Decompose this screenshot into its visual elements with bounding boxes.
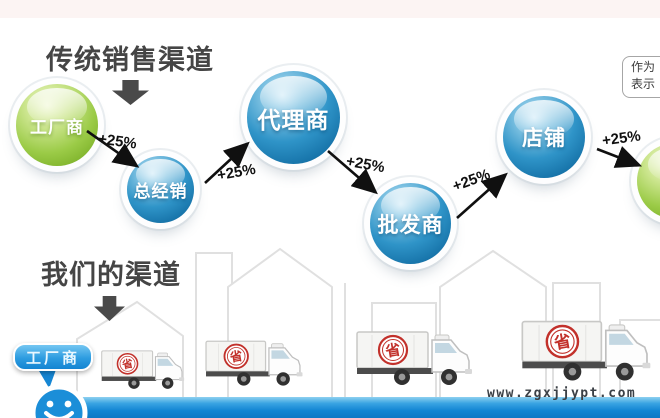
node-shop-label: 店铺	[522, 127, 566, 150]
note-line-1: 作为	[631, 60, 656, 74]
traditional-title: 传统销售渠道	[46, 45, 214, 75]
watermark: www.zgxjjypt.com	[487, 386, 637, 401]
save-stamp: 省	[551, 330, 572, 353]
delivery-truck-2: 省	[205, 340, 303, 386]
node-agent: 代理商	[247, 71, 340, 164]
node-shop: 店铺	[503, 96, 585, 178]
save-stamp: 省	[228, 348, 244, 365]
save-stamp: 省	[383, 340, 402, 361]
note-line-2: 表示	[631, 77, 656, 91]
node-distributor: 总经销	[127, 156, 194, 223]
node-factory: 工厂商	[16, 84, 98, 166]
node-wholesaler-label: 批发商	[377, 213, 444, 237]
bottom-blue-bar	[58, 397, 660, 418]
ours-title: 我们的渠道	[41, 260, 181, 290]
node-wholesaler: 批发商	[370, 183, 451, 264]
delivery-truck-3: 省	[356, 331, 472, 385]
node-consumer	[637, 143, 660, 219]
delivery-truck-4: 省	[521, 320, 651, 381]
top-band	[0, 0, 660, 18]
node-factory-label: 工厂商	[30, 117, 84, 137]
delivery-truck-1: 省	[101, 350, 185, 389]
smiley-face-icon	[30, 384, 88, 418]
factory-bubble: 工厂商	[13, 343, 93, 371]
factory-bubble-label: 工厂商	[25, 349, 80, 367]
note-box: 作为 表示	[622, 56, 660, 98]
node-consumer-label	[637, 143, 660, 219]
node-distributor-label: 总经销	[133, 182, 188, 201]
save-stamp: 省	[120, 357, 134, 372]
node-agent-label: 代理商	[257, 106, 330, 133]
